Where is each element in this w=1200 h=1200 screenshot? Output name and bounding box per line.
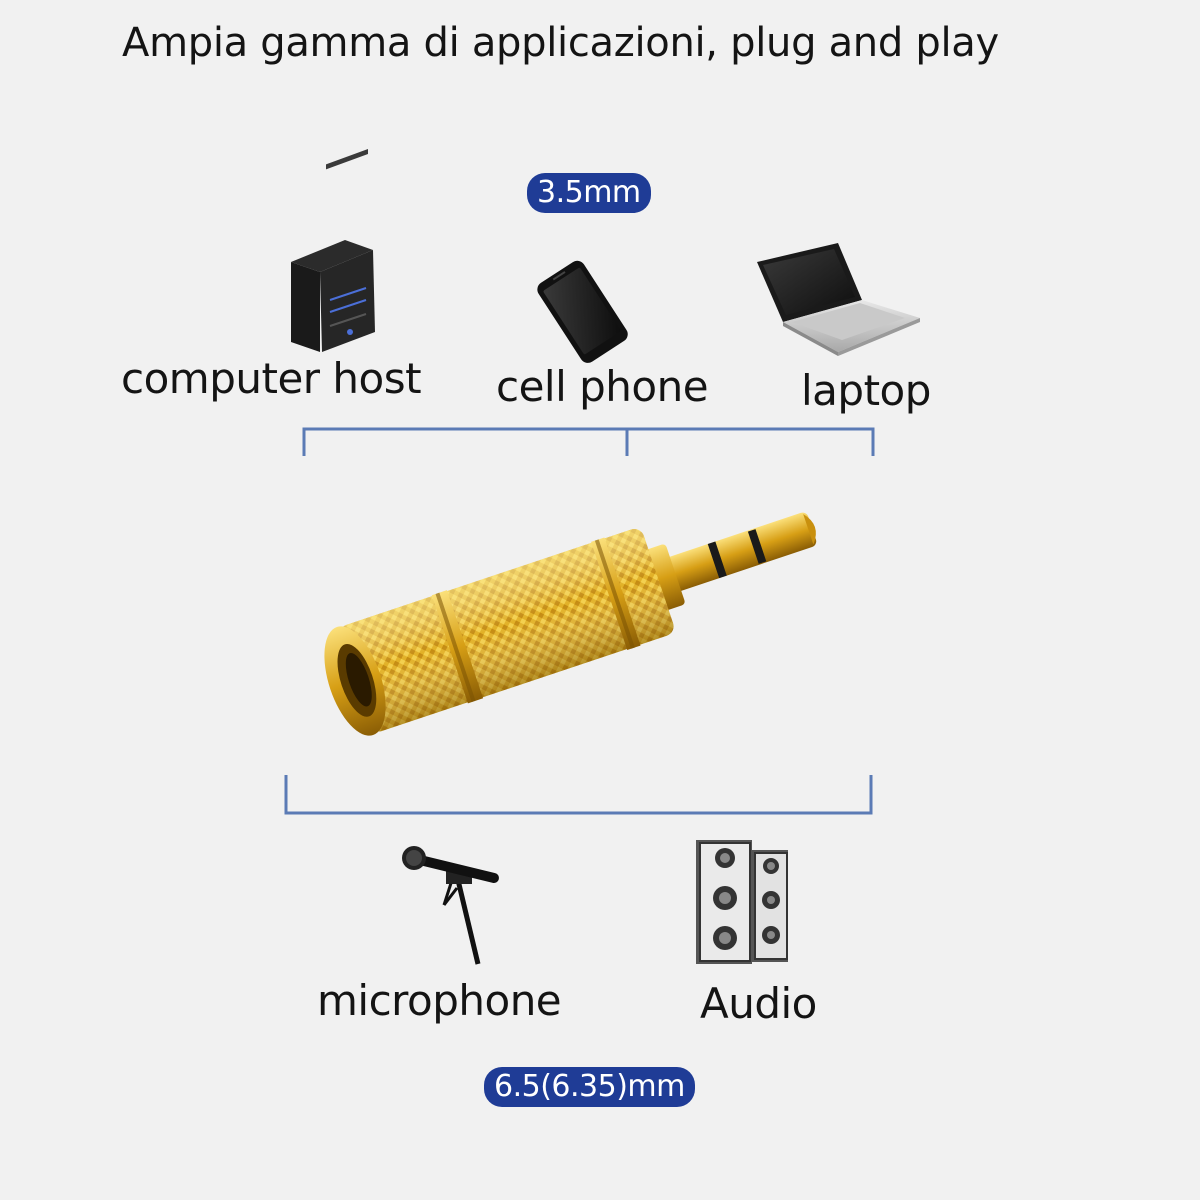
gold-audio-adapter-image	[324, 512, 817, 736]
bottom-bracket	[284, 775, 873, 815]
label-cell-phone: cell phone	[496, 362, 709, 411]
smartphone-icon	[537, 260, 628, 363]
label-computer-host: computer host	[121, 354, 422, 403]
size-badge-6-5mm: 6.5(6.35)mm	[484, 1067, 695, 1107]
top-bracket	[302, 427, 875, 456]
label-audio: Audio	[700, 979, 817, 1028]
laptop-icon	[757, 243, 920, 356]
label-microphone: microphone	[317, 976, 562, 1025]
speakers-icon	[696, 840, 788, 964]
size-badge-3-5mm: 3.5mm	[527, 173, 651, 213]
page-title: Ampia gamma di applicazioni, plug and pl…	[122, 20, 999, 66]
microphone-icon	[402, 846, 499, 965]
computer-tower-icon	[291, 149, 375, 352]
label-laptop: laptop	[801, 366, 931, 415]
